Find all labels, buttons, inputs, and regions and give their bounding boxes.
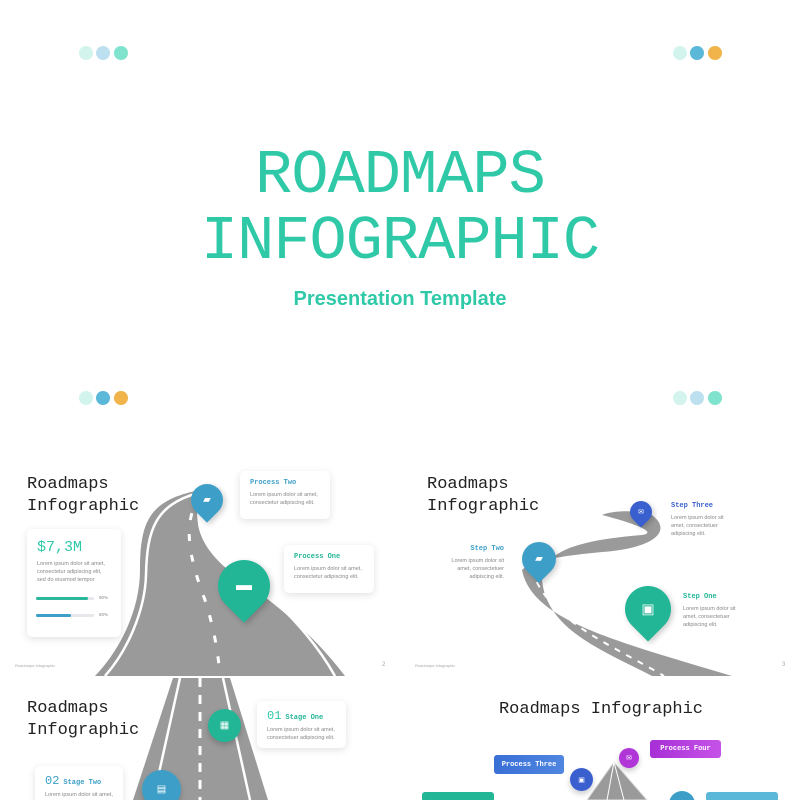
- mail-icon: ✉: [619, 748, 639, 768]
- decor-dot: [114, 46, 128, 60]
- process-one-card: Process One Lorem ipsum dolor sit amet, …: [284, 545, 374, 593]
- wallet-icon: ▬: [236, 577, 252, 594]
- process-three-label: Process Three: [494, 755, 564, 774]
- decor-dot: [96, 391, 110, 405]
- revenue-card: $7,3M Lorem ipsum dolor sit amet, consec…: [27, 529, 121, 637]
- slide-footer: Roadmaps Infographic: [15, 663, 56, 668]
- decor-dot: [114, 391, 128, 405]
- decor-dot: [690, 391, 704, 405]
- slide-footer: Roadmaps Infographic: [415, 663, 456, 668]
- decor-dot: [79, 391, 93, 405]
- mail-icon: ✉: [638, 509, 644, 516]
- decor-dot: [96, 46, 110, 60]
- cover-subtitle: Presentation Template: [293, 288, 507, 310]
- cover-title-line2: INFOGRAPHIC: [200, 206, 600, 277]
- contact-icon: ▤: [142, 770, 181, 800]
- calendar-icon: ▦: [208, 709, 241, 742]
- road-graphic: [522, 511, 732, 676]
- page-number: 3: [782, 662, 786, 668]
- road-graphic: [133, 678, 268, 800]
- progress-bar-1: [36, 597, 94, 600]
- slide-thumbnail-5[interactable]: Roadmaps Infographic Process Three Proce…: [402, 680, 800, 800]
- briefcase-icon: ▣: [641, 600, 655, 617]
- briefcase-icon: ▣: [570, 768, 593, 791]
- decor-dot: [708, 391, 722, 405]
- decor-dot: [708, 46, 722, 60]
- folder-icon: ▰: [535, 553, 543, 565]
- road-graphic: [422, 761, 778, 800]
- folder-icon: ▰: [203, 494, 211, 506]
- decor-dot: [673, 391, 687, 405]
- revenue-amount: $7,3M: [37, 539, 83, 556]
- decor-dot: [673, 46, 687, 60]
- process-two-card: Process Two Lorem ipsum dolor sit amet, …: [240, 471, 330, 519]
- page-number: 2: [382, 662, 386, 668]
- process-four-label: Process Four: [650, 740, 721, 758]
- decor-dot: [79, 46, 93, 60]
- slide-title: Roadmaps Infographic: [498, 700, 704, 719]
- progress-bar-2: [36, 614, 94, 617]
- decor-dot: [690, 46, 704, 60]
- cover-title-line1: ROADMAPS: [255, 140, 546, 211]
